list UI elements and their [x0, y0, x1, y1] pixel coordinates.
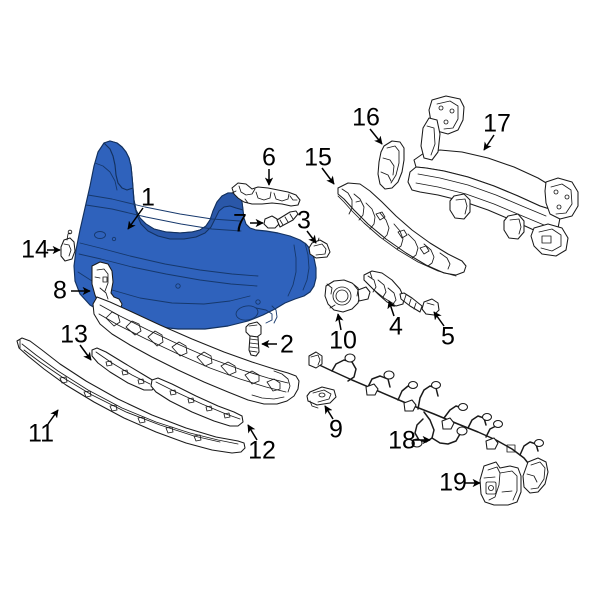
callout-number-8[interactable]: 8 — [53, 276, 67, 305]
callout-number-6[interactable]: 6 — [262, 143, 276, 172]
callout-number-18[interactable]: 18 — [388, 426, 416, 455]
part-clip-retainer-3[interactable] — [308, 237, 331, 259]
part-screw-7[interactable] — [263, 210, 299, 229]
part-lower-grille-valance[interactable] — [92, 296, 300, 405]
callout-number-4[interactable]: 4 — [389, 312, 403, 341]
callout-arrow-11 — [47, 409, 59, 425]
callout-number-7[interactable]: 7 — [233, 209, 247, 238]
part-sensor-retainer-10[interactable] — [324, 279, 371, 313]
callout-arrow-16 — [369, 128, 383, 145]
callout-number-5[interactable]: 5 — [441, 322, 455, 351]
callout-arrow-12 — [247, 424, 258, 441]
callout-number-1[interactable]: 1 — [141, 183, 155, 212]
callout-arrow-13 — [79, 344, 92, 361]
callout-number-19[interactable]: 19 — [439, 468, 467, 497]
part-lower-trim-molding-right[interactable] — [150, 377, 244, 427]
part-beam-17[interactable] — [407, 95, 579, 257]
callout-number-2[interactable]: 2 — [280, 330, 294, 359]
callout-arrow-1 — [127, 207, 144, 230]
part-tow-hook-cover[interactable] — [60, 229, 76, 262]
callout-number-9[interactable]: 9 — [329, 415, 343, 444]
callout-arrow-5 — [433, 311, 445, 327]
callout-number-15[interactable]: 15 — [304, 143, 332, 172]
callout-leader-lines — [47, 128, 495, 488]
callout-number-14[interactable]: 14 — [21, 235, 49, 264]
part-bracket-6[interactable] — [231, 182, 301, 207]
callout-number-3[interactable]: 3 — [297, 206, 311, 235]
callout-arrow-3 — [306, 230, 317, 244]
part-bolt-5[interactable] — [399, 292, 440, 316]
part-reinforcement-bracket-16[interactable] — [377, 140, 405, 190]
callout-number-12[interactable]: 12 — [248, 436, 276, 465]
part-bracket-4[interactable] — [363, 270, 405, 307]
callout-number-11[interactable]: 11 — [28, 419, 54, 448]
callout-number-17[interactable]: 17 — [483, 109, 511, 138]
callout-arrow-10 — [335, 313, 344, 331]
callout-arrow-17 — [483, 134, 495, 151]
part-bracket-19[interactable] — [479, 461, 522, 506]
part-energy-absorber-15[interactable] — [337, 182, 467, 277]
callout-arrow-4 — [387, 300, 396, 317]
part-lower-trim-molding-left[interactable] — [16, 337, 246, 454]
callout-number-13[interactable]: 13 — [60, 320, 88, 349]
part-bolt-2[interactable] — [245, 321, 262, 357]
callout-arrow-15 — [321, 167, 335, 185]
part-clip-9[interactable] — [306, 386, 337, 409]
callout-number-16[interactable]: 16 — [352, 103, 380, 132]
callout-number-10[interactable]: 10 — [329, 326, 357, 355]
part-wiring-harness-18[interactable] — [308, 351, 549, 494]
callout-arrow-9 — [324, 405, 334, 420]
